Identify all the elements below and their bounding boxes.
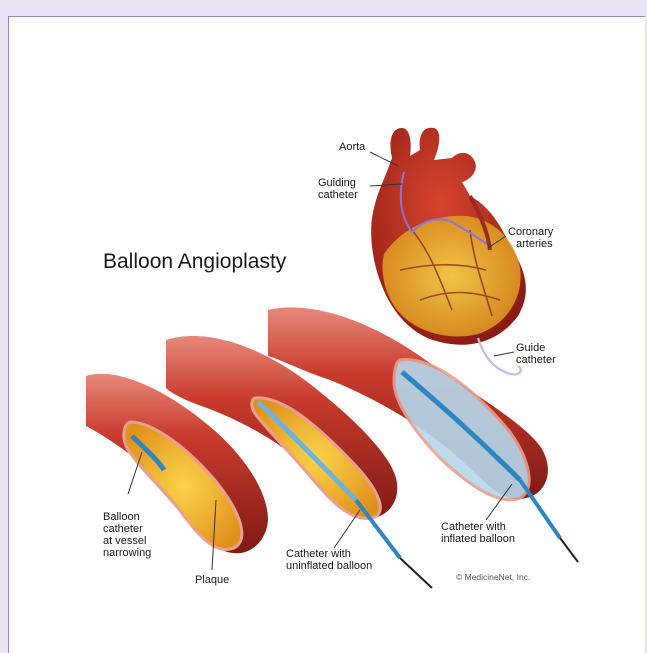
label-balloon-4: narrowing — [103, 547, 151, 559]
label-plaque: Plaque — [195, 574, 229, 586]
label-balloon-3: at vessel — [103, 535, 146, 547]
label-inflated-1: Catheter with — [441, 521, 506, 533]
label-guide-catheter-2: catheter — [516, 354, 556, 366]
label-coronary-2: arteries — [516, 238, 553, 250]
label-aorta: Aorta — [339, 141, 366, 153]
label-uninflated-1: Catheter with — [286, 548, 351, 560]
label-coronary-1: Coronary — [508, 226, 554, 238]
label-balloon-2: catheter — [103, 523, 143, 535]
copyright-notice: © MedicineNet, Inc. — [456, 572, 530, 582]
label-balloon-1: Balloon — [103, 511, 140, 523]
label-guiding-catheter-2: catheter — [318, 189, 358, 201]
page-title: Balloon Angioplasty — [103, 250, 287, 273]
label-guiding-catheter-1: Guiding — [318, 177, 356, 189]
label-uninflated-2: uninflated balloon — [286, 560, 372, 572]
label-inflated-2: inflated balloon — [441, 533, 515, 545]
label-guide-catheter-1: Guide — [516, 342, 545, 354]
